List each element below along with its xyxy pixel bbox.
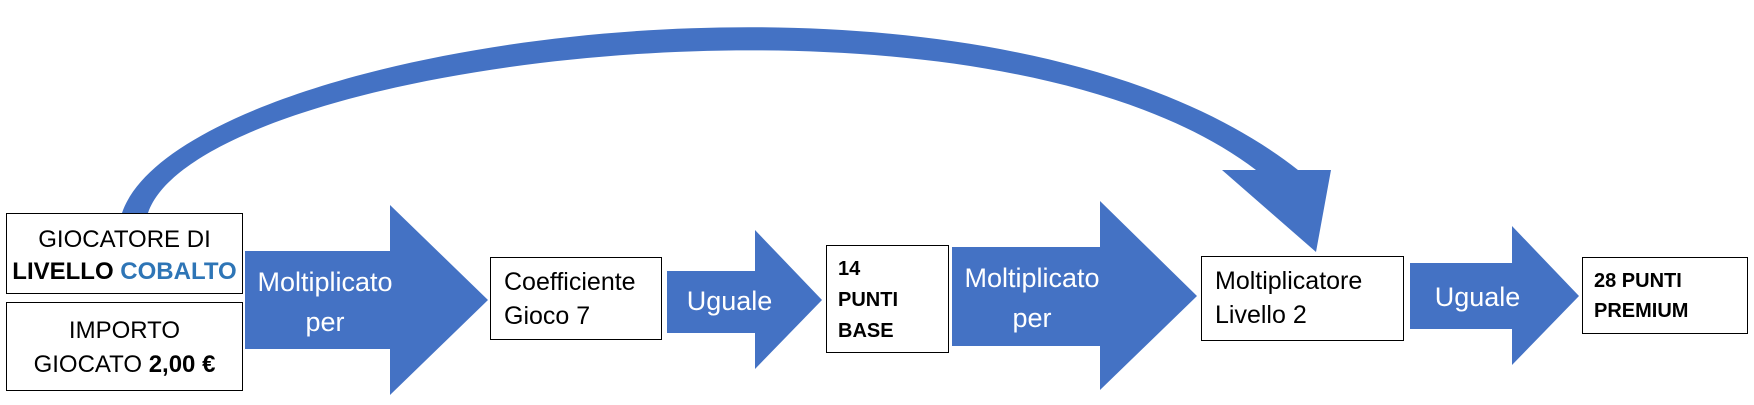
- multiplier-line1: Moltiplicatore: [1215, 267, 1363, 295]
- arrow3-label-line2: per: [1012, 303, 1052, 333]
- coefficient-box: Coefficiente Gioco 7: [490, 257, 662, 340]
- base-points-line1: 14: [838, 258, 861, 280]
- premium-points-box: 28 PUNTI PREMIUM: [1582, 257, 1748, 334]
- amount-played-value: 2,00 €: [148, 351, 216, 378]
- amount-played-box: IMPORTO GIOCATO 2,00 €: [6, 302, 243, 391]
- block-arrow-multiply-1: [245, 205, 488, 395]
- base-points-box: 14 PUNTI BASE: [826, 245, 949, 353]
- arrow3-label-line1: Moltiplicato: [964, 263, 1100, 293]
- player-level-line1: GIOCATORE DI: [38, 226, 211, 253]
- player-level-value: COBALTO: [120, 258, 237, 285]
- coefficient-line1: Coefficiente: [504, 268, 636, 296]
- multiplier-line2: Livello 2: [1215, 301, 1307, 329]
- coefficient-line2: Gioco 7: [504, 302, 591, 330]
- amount-played-prefix: GIOCATO: [33, 351, 149, 378]
- curved-arrow: [122, 27, 1331, 252]
- block-arrow-equals-2: [1410, 226, 1579, 365]
- premium-points-line2: PREMIUM: [1594, 300, 1689, 322]
- block-arrow-multiply-2: [952, 201, 1197, 390]
- block-arrow-equals-1: [667, 230, 822, 369]
- base-points-line3: BASE: [838, 320, 894, 342]
- base-points-line2: PUNTI: [838, 289, 898, 311]
- player-level-prefix: LIVELLO: [12, 258, 121, 285]
- arrow3-label: Moltiplicato per: [952, 258, 1112, 338]
- premium-points-line1: 28 PUNTI: [1594, 270, 1682, 292]
- arrow1-label-line2: per: [305, 307, 345, 337]
- amount-played-line1: IMPORTO: [68, 317, 181, 344]
- arrow4-label: Uguale: [1434, 282, 1521, 312]
- arrow1-label-line1: Moltiplicato: [257, 267, 393, 297]
- multiplier-box: Moltiplicatore Livello 2: [1201, 256, 1404, 341]
- player-level-box: GIOCATORE DI LIVELLO COBALTO: [6, 213, 243, 294]
- player-level-line2: LIVELLO COBALTO: [7, 258, 242, 286]
- arrow2-label: Uguale: [686, 286, 773, 316]
- amount-played-line2: GIOCATO 2,00 €: [7, 351, 242, 379]
- arrow1-label: Moltiplicato per: [245, 262, 405, 342]
